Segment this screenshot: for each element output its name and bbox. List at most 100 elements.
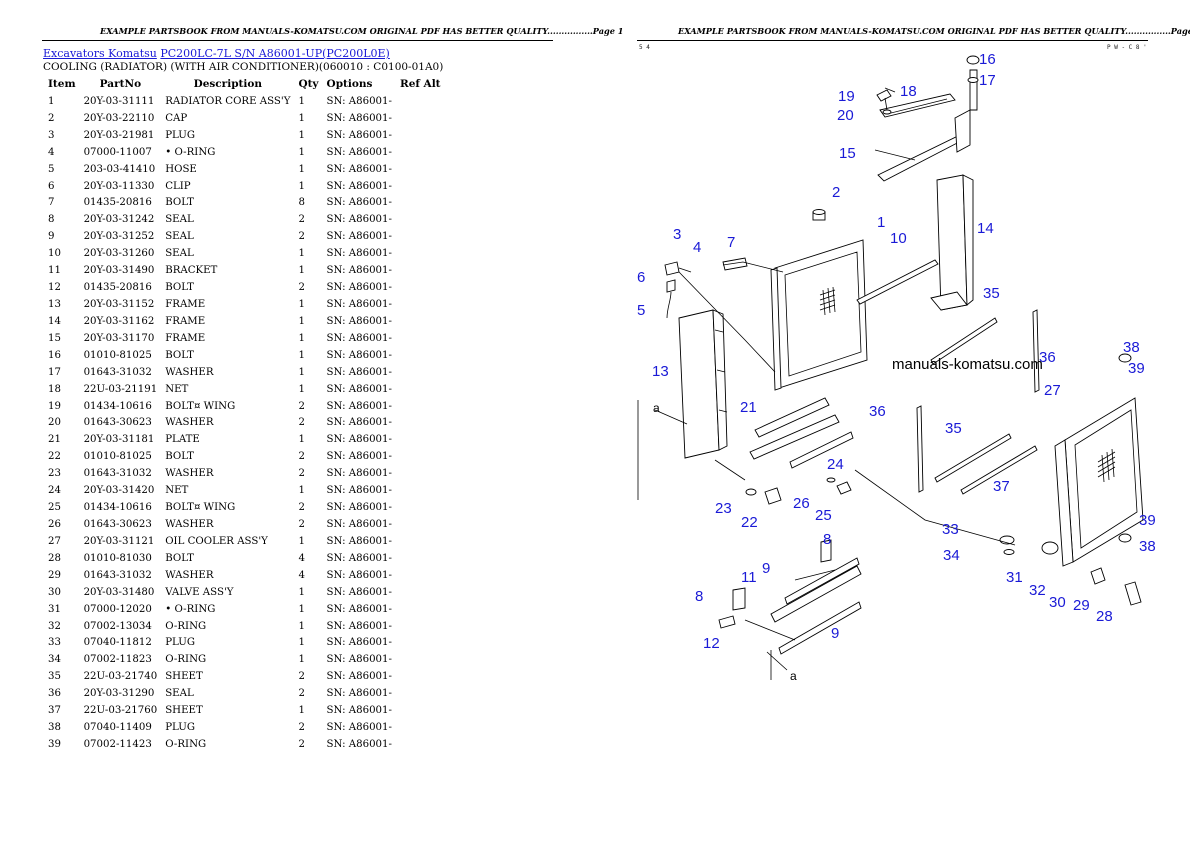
callout-18[interactable]: 18: [900, 83, 917, 100]
callout-31[interactable]: 31: [1006, 569, 1023, 586]
cell-qty: 2: [298, 282, 305, 294]
breadcrumb-link-excavators[interactable]: Excavators Komatsu: [43, 47, 157, 60]
cell-item: 2: [48, 112, 55, 124]
cell-item: 8: [48, 214, 55, 226]
cell-ref-alt: [396, 195, 445, 212]
callout-15[interactable]: 15: [839, 145, 856, 162]
callout-38[interactable]: 38: [1123, 339, 1140, 356]
callout-21[interactable]: 21: [740, 399, 757, 416]
cell-description: NET: [165, 383, 189, 395]
callout-2[interactable]: 2: [832, 184, 840, 201]
bolt-16-head: [966, 55, 980, 65]
callout-24[interactable]: 24: [827, 456, 844, 473]
callout-39[interactable]: 39: [1139, 512, 1156, 529]
cell-options: SN: A86001-: [326, 705, 392, 717]
cell-options: SN: A86001-: [326, 417, 392, 429]
wing-bolt-25-part: [836, 481, 852, 495]
callout-6[interactable]: 6: [637, 269, 645, 286]
frame-13-assembly: [678, 309, 728, 459]
cell-description: SHEET: [165, 705, 203, 717]
cell-partno: 20Y-03-31260: [83, 248, 155, 260]
cell-partno: 20Y-03-31490: [83, 265, 155, 277]
callout-9[interactable]: 9: [831, 625, 839, 642]
callout-14[interactable]: 14: [977, 220, 994, 237]
callout-36[interactable]: 36: [1039, 349, 1056, 366]
callout-3[interactable]: 3: [673, 226, 681, 243]
cell-description: FRAME: [165, 299, 206, 311]
cell-partno: 22U-03-21191: [83, 383, 158, 395]
callout-4[interactable]: 4: [693, 239, 701, 256]
callout-36[interactable]: 36: [869, 403, 886, 420]
cell-options: SN: A86001-: [326, 519, 392, 530]
arrow-mark-a: a: [653, 401, 660, 415]
callout-29[interactable]: 29: [1073, 597, 1090, 614]
header-divider: [637, 40, 1148, 41]
cell-options: SN: A86001-: [326, 383, 392, 395]
washer-26-part: [826, 477, 836, 483]
callout-17[interactable]: 17: [979, 72, 996, 89]
cell-description: SEAL: [165, 231, 194, 243]
callout-39[interactable]: 39: [1128, 360, 1145, 377]
callout-5[interactable]: 5: [637, 302, 645, 319]
cell-qty: 1: [298, 637, 305, 649]
callout-16[interactable]: 16: [979, 51, 996, 68]
bracket-11-part: [770, 565, 862, 623]
callout-22[interactable]: 22: [741, 514, 758, 531]
callout-26[interactable]: 26: [793, 495, 810, 512]
cell-qty: 2: [298, 519, 305, 530]
leader-19: [884, 97, 888, 111]
callout-11[interactable]: 11: [741, 569, 757, 586]
cell-qty: 1: [298, 535, 305, 547]
callout-8[interactable]: 8: [695, 588, 703, 605]
callout-7[interactable]: 7: [727, 234, 735, 251]
net-18-hatch: [886, 98, 948, 115]
cell-partno: 01643-31032: [83, 366, 152, 378]
callout-1[interactable]: 1: [877, 214, 885, 231]
callout-35[interactable]: 35: [983, 285, 1000, 302]
callout-10[interactable]: 10: [890, 230, 907, 247]
callout-27[interactable]: 27: [1044, 382, 1061, 399]
column-header-options: Options: [326, 78, 373, 90]
callout-19[interactable]: 19: [838, 88, 855, 105]
cell-qty: 1: [298, 434, 305, 446]
cell-item: 22: [48, 451, 61, 463]
cell-description: WASHER: [165, 366, 214, 378]
callout-25[interactable]: 25: [815, 507, 832, 524]
header-divider: [42, 40, 553, 41]
callout-35[interactable]: 35: [945, 420, 962, 437]
cell-ref-alt: [396, 465, 445, 482]
callout-23[interactable]: 23: [715, 500, 732, 517]
cell-partno: 01435-20816: [83, 197, 152, 209]
cell-options: SN: A86001-: [326, 163, 392, 175]
callout-13[interactable]: 13: [652, 363, 669, 380]
cell-partno: 20Y-03-31242: [83, 214, 155, 226]
callout-30[interactable]: 30: [1049, 594, 1066, 611]
callout-33[interactable]: 33: [942, 521, 959, 538]
cell-item: 14: [48, 315, 61, 327]
bolt-12-part: [718, 615, 736, 629]
breadcrumb-link-model[interactable]: PC200LC-7L S/N A86001-UP(PC200L0E): [160, 47, 390, 60]
callout-9[interactable]: 9: [762, 560, 770, 577]
frame-13-holes: [714, 329, 728, 413]
callout-12[interactable]: 12: [703, 635, 720, 652]
callout-8[interactable]: 8: [823, 531, 831, 548]
callout-34[interactable]: 34: [943, 547, 960, 564]
small-parts-left: [664, 257, 748, 319]
callout-37[interactable]: 37: [993, 478, 1010, 495]
cell-ref-alt: [396, 516, 445, 533]
callout-38[interactable]: 38: [1139, 538, 1156, 555]
callout-20[interactable]: 20: [837, 107, 854, 124]
bolt-16-part: [969, 69, 978, 111]
callout-28[interactable]: 28: [1096, 608, 1113, 625]
cell-qty: 2: [298, 451, 305, 463]
callout-32[interactable]: 32: [1029, 582, 1046, 599]
cell-description: BOLT: [165, 451, 194, 463]
cell-description: O-RING: [165, 738, 207, 750]
cell-item: 28: [48, 552, 61, 564]
cell-item: 21: [48, 434, 61, 446]
clip-6-part: [666, 279, 676, 293]
cell-description: SHEET: [165, 671, 203, 683]
